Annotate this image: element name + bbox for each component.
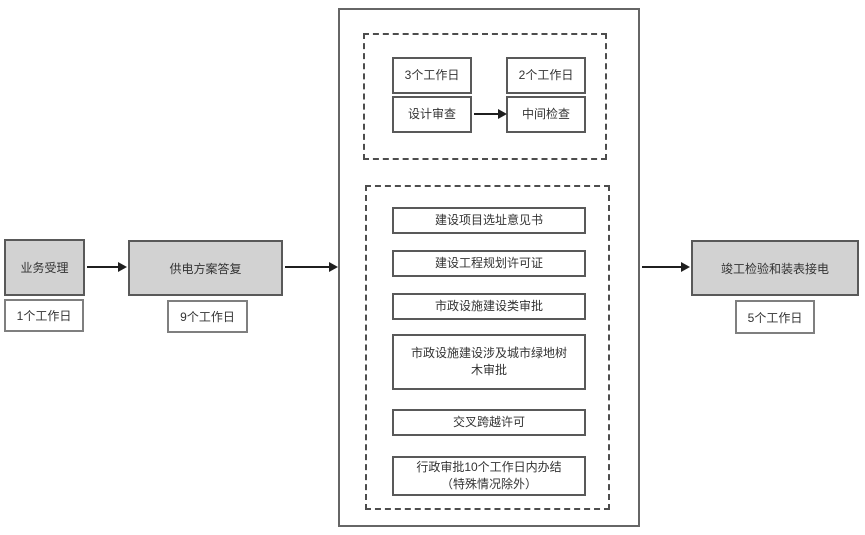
duration-box-completion-inspection: 5个工作日: [735, 300, 815, 334]
duration-label: 1个工作日: [16, 309, 72, 323]
approval-item-label: 市政设施建设类审批: [434, 299, 543, 313]
inspection-group-box: [363, 33, 607, 160]
stage-label: 业务受理: [20, 261, 69, 275]
approval-item-box-municipal-construction: 市政设施建设类审批: [392, 293, 586, 320]
step-box-interim-check: 中间检查: [506, 96, 586, 133]
duration-box-design-review: 3个工作日: [392, 57, 472, 94]
stage-box-business-acceptance: 业务受理: [4, 239, 85, 296]
stage-label: 竣工检验和装表接电: [720, 261, 829, 276]
step-box-design-review: 设计审查: [392, 96, 472, 133]
approval-item-label: 行政审批10个工作日内办结 （特殊情况除外）: [416, 460, 562, 491]
duration-label: 5个工作日: [747, 310, 803, 325]
step-label: 中间检查: [521, 107, 570, 121]
step-label: 设计审查: [407, 107, 456, 121]
approval-item-label: 建设项目选址意见书: [434, 213, 543, 227]
duration-box-supply-scheme-reply: 9个工作日: [167, 300, 248, 333]
approval-item-box-green-land-trees: 市政设施建设涉及城市绿地树 木审批: [392, 334, 586, 390]
approval-item-label: 市政设施建设涉及城市绿地树 木审批: [410, 346, 567, 377]
approval-item-box-site-selection: 建设项目选址意见书: [392, 207, 586, 234]
approval-item-box-crossing-permit: 交叉跨越许可: [392, 409, 586, 436]
arrow-head-3: [681, 262, 690, 272]
duration-box-interim-check: 2个工作日: [506, 57, 586, 94]
duration-label: 9个工作日: [180, 310, 235, 324]
arrow-line-2: [285, 266, 330, 268]
arrow-head-mid: [498, 109, 507, 119]
duration-label: 3个工作日: [404, 68, 460, 82]
arrow-line-3: [642, 266, 682, 268]
stage-box-completion-inspection: 竣工检验和装表接电: [691, 240, 859, 296]
stage-label: 供电方案答复: [169, 261, 242, 276]
approval-item-box-planning-permit: 建设工程规划许可证: [392, 250, 586, 277]
stage-box-supply-scheme-reply: 供电方案答复: [128, 240, 283, 296]
arrow-head-1: [118, 262, 127, 272]
arrow-line-1: [87, 266, 119, 268]
approval-item-label: 建设工程规划许可证: [434, 256, 543, 270]
arrow-line-mid: [474, 113, 499, 115]
approval-item-label: 交叉跨越许可: [452, 415, 525, 429]
arrow-head-2: [329, 262, 338, 272]
duration-label: 2个工作日: [518, 68, 574, 82]
duration-box-business-acceptance: 1个工作日: [4, 299, 84, 332]
approval-item-box-admin-deadline: 行政审批10个工作日内办结 （特殊情况除外）: [392, 456, 586, 496]
approval-group-box: [365, 185, 610, 510]
